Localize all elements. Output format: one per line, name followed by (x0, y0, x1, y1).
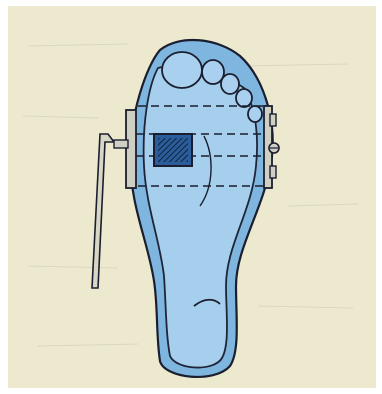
sensor-pad-icon (154, 134, 192, 166)
toe-4-icon (236, 89, 252, 107)
screw-icon (269, 143, 279, 153)
toe-3-icon (221, 74, 239, 94)
clamp-icon (264, 106, 279, 188)
toe-5-icon (248, 106, 262, 122)
big-toe-icon (162, 52, 202, 88)
paper-background (8, 6, 376, 388)
rod-icon (92, 134, 114, 288)
left-clamp-icon (114, 110, 136, 188)
foot-sole-illustration (8, 6, 376, 388)
